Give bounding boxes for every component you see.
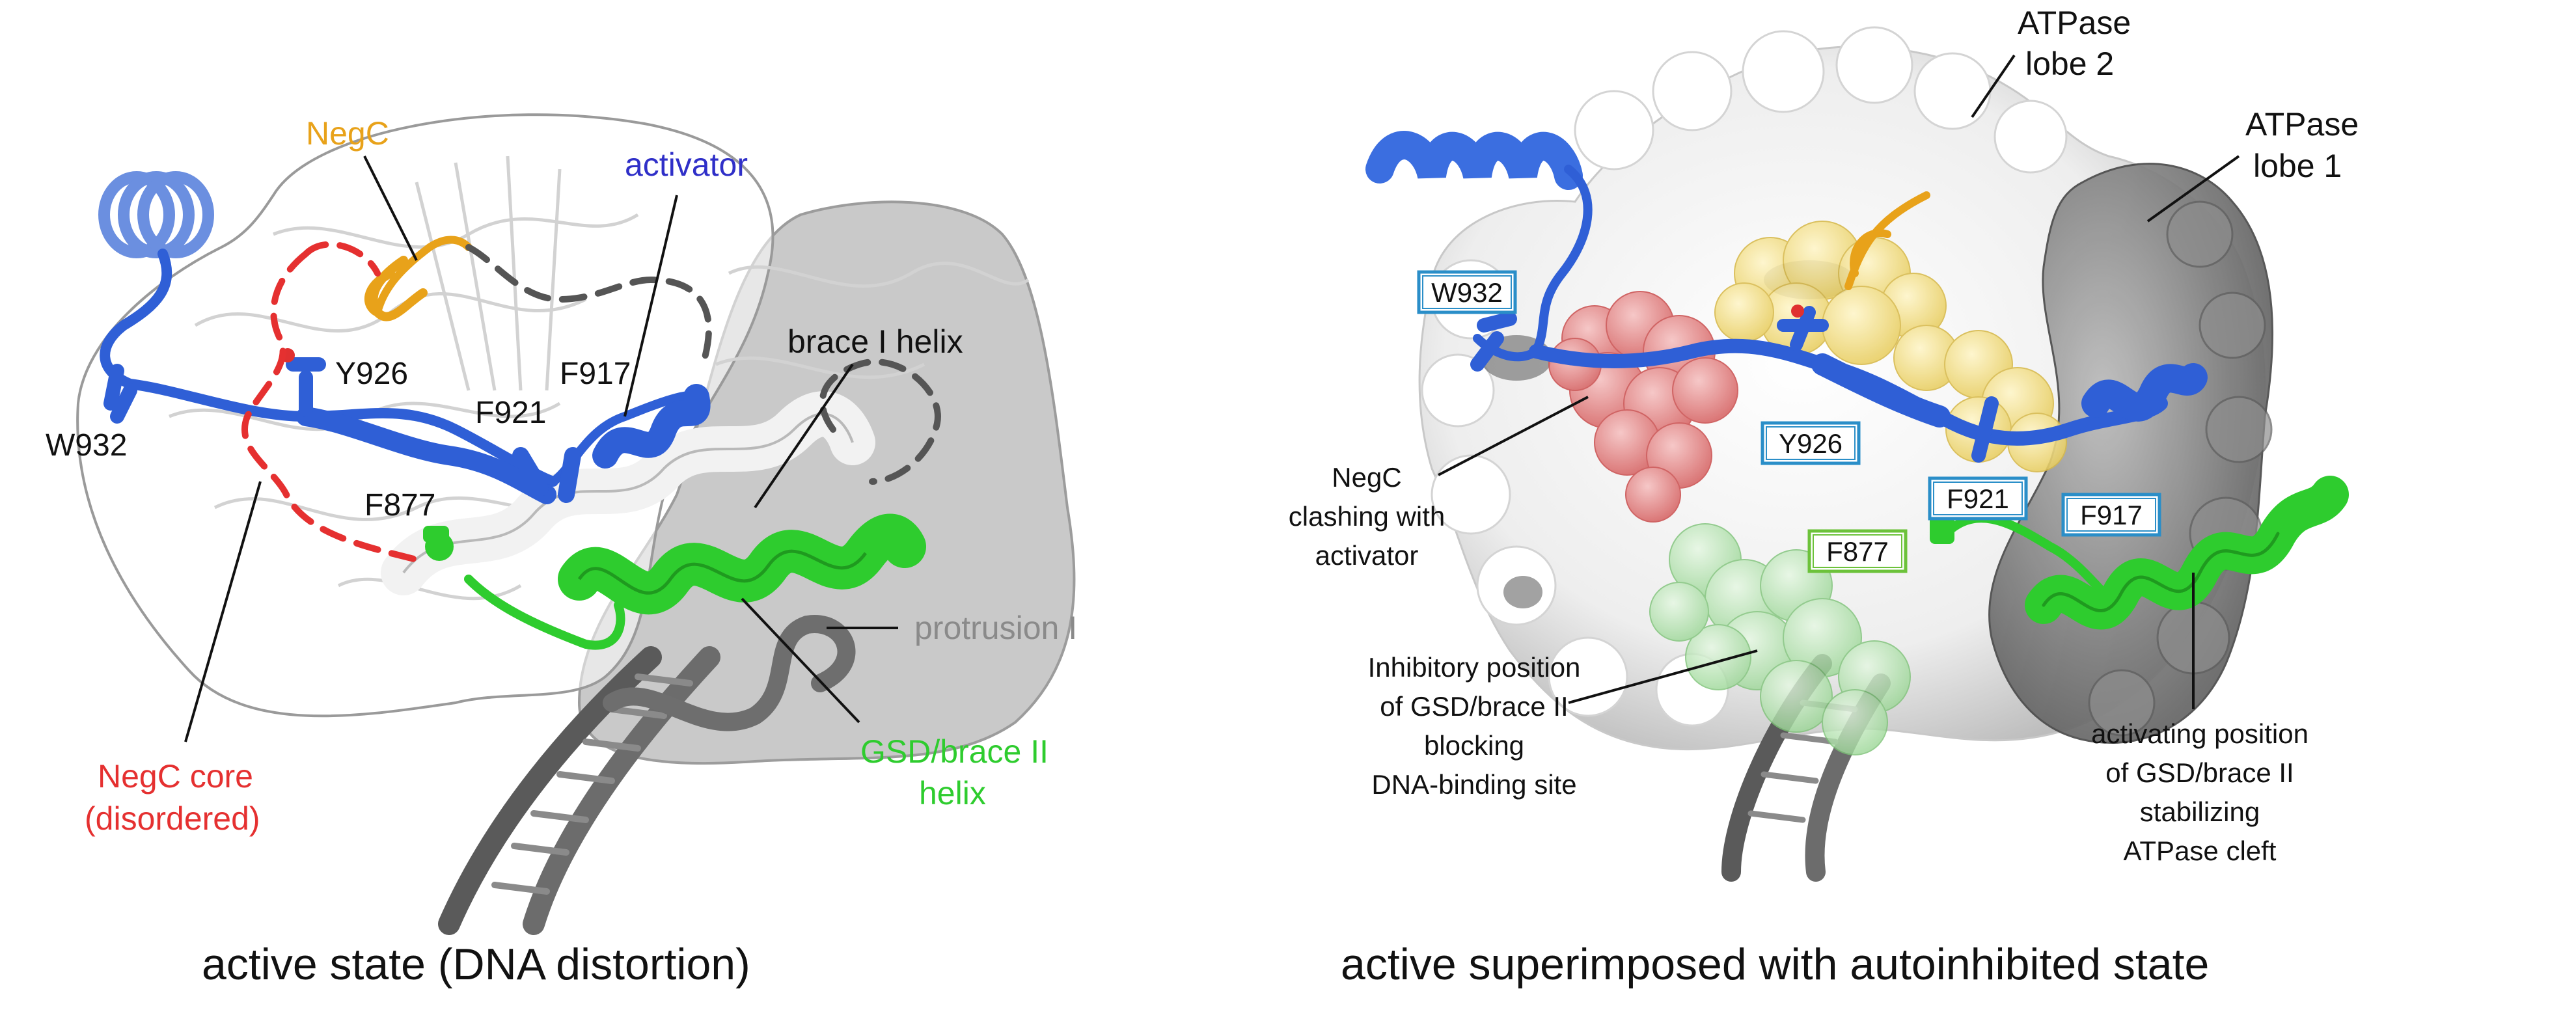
- boxed-residue-f877: F877: [1809, 531, 1906, 571]
- label-activating-4: ATPase cleft: [2124, 836, 2277, 866]
- label-activator: activator: [625, 146, 748, 183]
- residue-w932-right: W932: [1431, 277, 1503, 308]
- label-inhibitory-3: blocking: [1424, 730, 1524, 761]
- label-gsd-line1: GSD/brace II: [860, 733, 1048, 770]
- label-lobe2-line2: lobe 2: [2025, 46, 2114, 82]
- label-negc-core-line2: (disordered): [85, 800, 260, 837]
- label-negc: NegC: [306, 115, 389, 152]
- residue-f921-right: F921: [1947, 483, 2009, 514]
- label-brace-i-helix: brace I helix: [788, 323, 963, 360]
- residue-f877: F877: [364, 488, 435, 523]
- label-activating-1: activating position: [2091, 718, 2309, 749]
- label-inhibitory-2: of GSD/brace II: [1380, 691, 1568, 722]
- residue-w932: W932: [46, 428, 127, 463]
- residue-y926-right: Y926: [1779, 428, 1843, 459]
- label-activating-2: of GSD/brace II: [2105, 757, 2294, 788]
- activator-helix-top: [104, 177, 208, 252]
- label-inhibitory-4: DNA-binding site: [1371, 769, 1576, 800]
- label-lobe1-line1: ATPase: [2245, 106, 2359, 143]
- left-panel: NegC activator brace I helix protrusion …: [46, 115, 1077, 989]
- label-gsd-line2: helix: [919, 775, 986, 811]
- residue-f877-right: F877: [1826, 536, 1889, 567]
- label-negc-core-line1: NegC core: [98, 758, 253, 795]
- boxed-residue-f917: F917: [2063, 495, 2159, 535]
- residue-f921: F921: [475, 396, 546, 430]
- label-lobe1-line2: lobe 1: [2253, 148, 2342, 184]
- boxed-residue-y926: Y926: [1762, 423, 1859, 463]
- caption-left: active state (DNA distortion): [202, 940, 750, 989]
- residue-f917: F917: [560, 357, 631, 391]
- boxed-residue-w932: W932: [1419, 272, 1515, 312]
- label-inhibitory-1: Inhibitory position: [1368, 652, 1581, 683]
- label-negc-clash-3: activator: [1315, 540, 1419, 571]
- right-panel: ATPase lobe 2 ATPase lobe 1 NegC clashin…: [1289, 5, 2359, 989]
- label-lobe2-line1: ATPase: [2018, 5, 2131, 41]
- label-activating-3: stabilizing: [2140, 796, 2260, 827]
- label-negc-clash-2: clashing with: [1289, 501, 1445, 532]
- boxed-residue-f921: F921: [1930, 478, 2026, 519]
- caption-right: active superimposed with autoinhibited s…: [1341, 940, 2209, 989]
- residue-f917-right: F917: [2080, 500, 2143, 530]
- label-protrusion: protrusion I: [914, 610, 1077, 646]
- label-negc-clash-1: NegC: [1332, 462, 1401, 493]
- residue-y926: Y926: [335, 357, 408, 391]
